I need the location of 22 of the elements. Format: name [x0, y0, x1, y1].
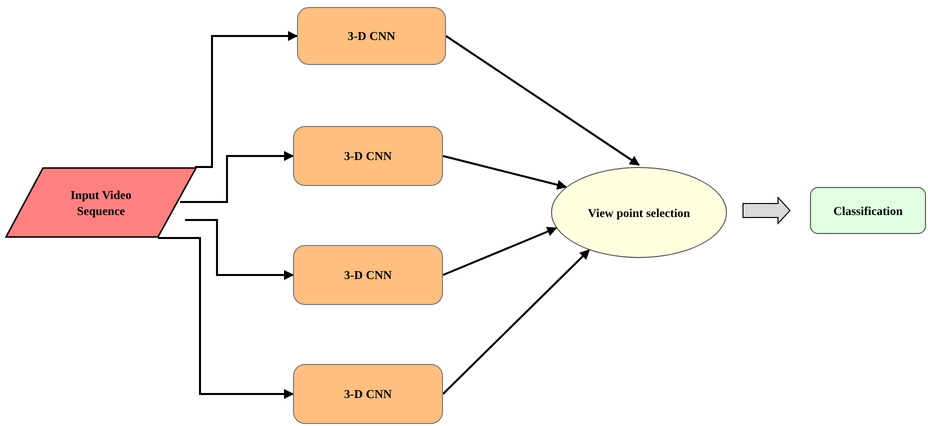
arrow: [185, 219, 294, 280]
arrow: [158, 237, 294, 399]
cnn-box: [293, 364, 443, 424]
arrow: [442, 226, 558, 276]
node-label: View point selection: [588, 204, 690, 220]
cnn-box: [293, 245, 443, 305]
arrow: [442, 155, 568, 190]
cnn-box: [297, 7, 446, 65]
node-label: Classification: [833, 202, 903, 218]
block-arrow: [742, 196, 791, 225]
arrow: [195, 31, 298, 168]
node-label: 3-D CNN: [344, 148, 392, 164]
arrow: [445, 35, 640, 166]
node-label: 3-D CNN: [344, 267, 392, 283]
cnn-box: [293, 126, 443, 186]
output-box: [810, 187, 926, 234]
arrow: [180, 151, 294, 203]
node-label: 3-D CNN: [348, 28, 396, 44]
node-label: 3-D CNN: [344, 386, 392, 402]
input-parallelogram: [5, 167, 197, 238]
node-label: Input Video Sequence: [69, 186, 133, 218]
arrow: [442, 249, 590, 395]
